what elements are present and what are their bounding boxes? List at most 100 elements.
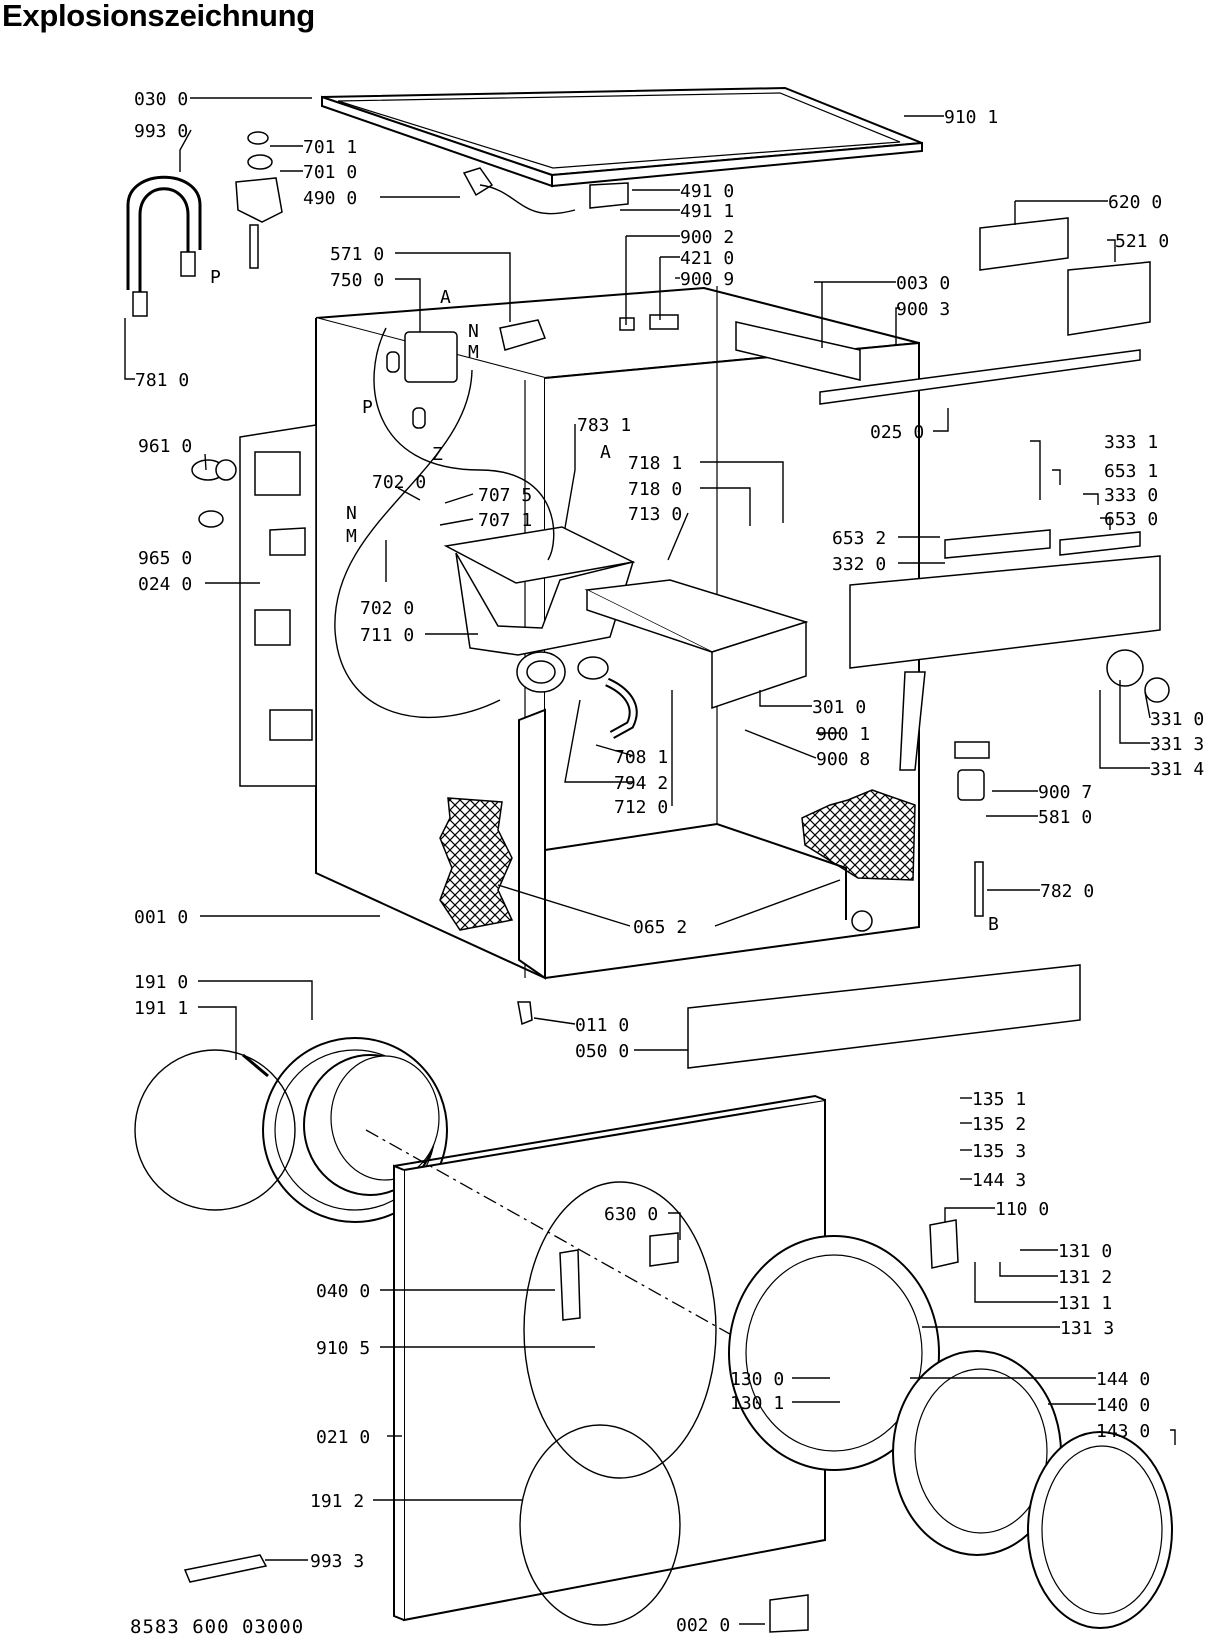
part-label: 993 3 — [310, 1551, 364, 1572]
inner-door-ring-part — [1027, 1431, 1173, 1629]
part-label: 333 0 — [1104, 485, 1158, 506]
hose-loop-part — [373, 327, 555, 561]
part-label: 065 2 — [633, 917, 687, 938]
part-label: 993 0 — [134, 121, 188, 142]
part-label: 783 1 — [577, 415, 631, 436]
dispenser-drawer-part — [584, 579, 809, 710]
part-label: 900 2 — [680, 227, 734, 248]
marker-letter: B — [988, 914, 999, 935]
part-label: 331 0 — [1150, 709, 1204, 730]
part-label: 191 1 — [134, 998, 188, 1019]
part-label: 900 3 — [896, 299, 950, 320]
marker-letter: Z — [432, 444, 443, 465]
part-label: 782 0 — [1040, 881, 1094, 902]
part-label: 135 2 — [972, 1114, 1026, 1135]
door-glass-part — [892, 1350, 1062, 1556]
part-label: 900 1 — [816, 724, 870, 745]
part-label: 143 0 — [1096, 1421, 1150, 1442]
pressure-connector-part — [954, 741, 990, 759]
valve-cylinder-lower-part — [412, 407, 426, 429]
adjustable-foot-part — [517, 1001, 533, 1026]
document-number: 8583 600 03000 — [130, 1616, 305, 1638]
part-label: 333 1 — [1104, 432, 1158, 453]
part-label: 708 1 — [614, 747, 668, 768]
part-label: 002 0 — [676, 1615, 730, 1636]
interference-filter-part — [589, 182, 629, 209]
part-label: 571 0 — [330, 244, 384, 265]
grommet-part — [247, 131, 269, 145]
pump-cap-part — [215, 459, 237, 481]
leader-lines — [124, 97, 1176, 1625]
front-panel-part — [393, 1094, 826, 1626]
pressure-switch-part — [957, 769, 985, 801]
part-label: 421 0 — [680, 248, 734, 269]
part-label: 620 0 — [1108, 192, 1162, 213]
part-label: 653 1 — [1104, 461, 1158, 482]
part-label: 135 1 — [972, 1089, 1026, 1110]
part-label: 001 0 — [134, 907, 188, 928]
part-label: 794 2 — [614, 773, 668, 794]
part-labels: 030 0 993 0 701 1 701 0 490 0 491 0 491 … — [134, 89, 1204, 1636]
part-label: 900 8 — [816, 749, 870, 770]
electronics-board-part — [979, 217, 1069, 271]
part-label: 701 1 — [303, 137, 357, 158]
service-key-part — [183, 1554, 268, 1583]
knob-cap-part — [1144, 677, 1170, 703]
relay-part — [899, 671, 926, 771]
part-label: 961 0 — [138, 436, 192, 457]
back-panel-part — [239, 424, 317, 787]
heater-rod-part — [974, 861, 984, 917]
part-label: 131 0 — [1058, 1241, 1112, 1262]
part-label: 490 0 — [303, 188, 357, 209]
button-strip-part — [944, 529, 1051, 559]
marker-letter: P — [210, 267, 221, 288]
part-label: 491 1 — [680, 201, 734, 222]
part-label: 701 0 — [303, 162, 357, 183]
reference-markers: P A N M P Z N M A B — [210, 267, 999, 935]
part-label: 030 0 — [134, 89, 188, 110]
part-label: 900 9 — [680, 269, 734, 290]
part-label: 040 0 — [316, 1281, 370, 1302]
part-label: 191 2 — [310, 1491, 364, 1512]
hose-clamp-part — [577, 656, 609, 680]
inlet-valve-part — [499, 319, 546, 351]
valve-block-part — [404, 331, 458, 383]
part-label: 135 3 — [972, 1141, 1026, 1162]
marker-letter: P — [362, 397, 373, 418]
part-label: 144 0 — [1096, 1369, 1150, 1390]
page-title: Explosionszeichnung — [2, 0, 315, 33]
part-label: 131 2 — [1058, 1267, 1112, 1288]
part-label: 702 0 — [360, 598, 414, 619]
part-label: 718 0 — [628, 479, 682, 500]
part-label: 025 0 — [870, 422, 924, 443]
marker-letter: A — [440, 287, 451, 308]
part-label: 140 0 — [1096, 1395, 1150, 1416]
part-label: 910 1 — [944, 107, 998, 128]
part-label: 050 0 — [575, 1041, 629, 1062]
bracket-rail-part — [735, 321, 861, 381]
part-label: 712 0 — [614, 797, 668, 818]
button-strip-2-part — [1059, 531, 1141, 556]
part-label: 110 0 — [995, 1199, 1049, 1220]
insulation-pad-right-part — [801, 789, 916, 881]
part-label: 021 0 — [316, 1427, 370, 1448]
part-label: 130 1 — [730, 1393, 784, 1414]
marker-letter: N — [468, 321, 479, 342]
marker-letter: M — [346, 526, 357, 547]
part-label: 144 3 — [972, 1170, 1026, 1191]
door-frame-part — [728, 1235, 940, 1471]
part-label: 331 3 — [1150, 734, 1204, 755]
electronic-module-part — [1067, 261, 1151, 336]
marker-letter: N — [346, 503, 357, 524]
part-label: 131 3 — [1060, 1318, 1114, 1339]
top-cover-part — [321, 86, 923, 188]
filter-part — [649, 314, 679, 330]
part-label: 003 0 — [896, 273, 950, 294]
door-handle-part — [929, 1219, 959, 1269]
part-label: 581 0 — [1038, 807, 1092, 828]
part-label: 713 0 — [628, 504, 682, 525]
hose-794-2-core — [605, 679, 636, 738]
part-label: 332 0 — [832, 554, 886, 575]
clamp-ring-part — [134, 1049, 296, 1211]
